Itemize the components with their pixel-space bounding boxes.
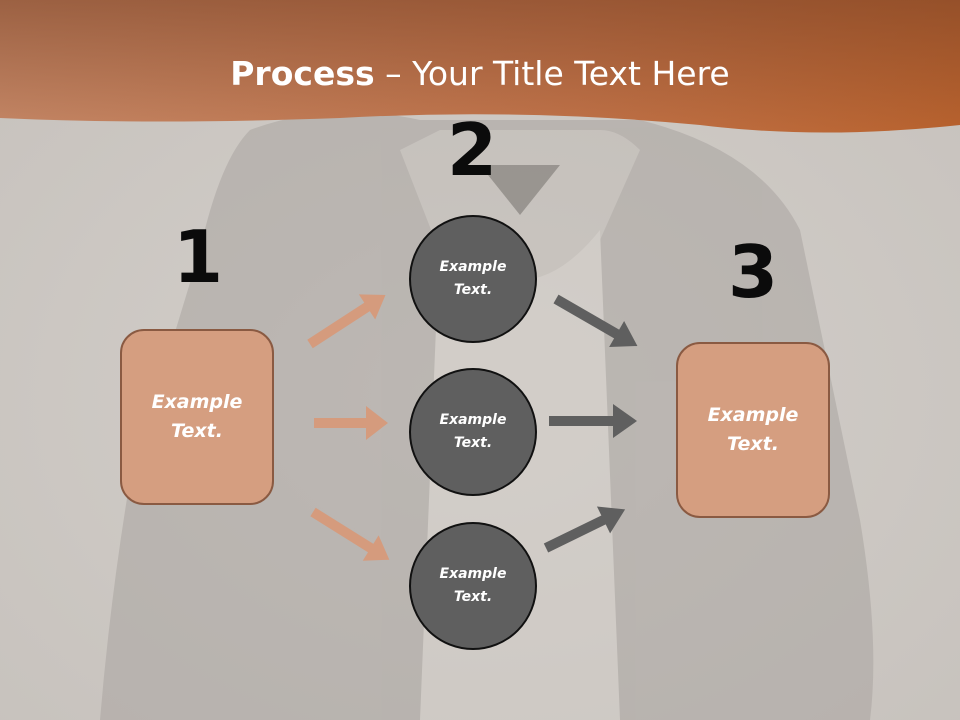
process-circle-top-label: Example Text. xyxy=(439,259,507,298)
process-circle-bottom-label: Example Text. xyxy=(439,566,507,605)
process-box-left-label: Example Text. xyxy=(151,391,243,442)
process-circle-bottom: Example Text. xyxy=(409,522,537,650)
process-box-left: Example Text. xyxy=(120,329,274,505)
step-number-2: 2 xyxy=(446,108,498,192)
arrow-to-bottom-circle xyxy=(310,507,390,561)
process-circle-top: Example Text. xyxy=(409,215,537,343)
process-circle-middle: Example Text. xyxy=(409,368,537,496)
arrow-to-top-circle xyxy=(307,294,386,349)
title-bold: Process xyxy=(230,54,375,93)
title-rest: – Your Title Text Here xyxy=(374,54,730,93)
arrow-from-bottom-circle xyxy=(543,506,626,553)
arrow-from-middle-circle xyxy=(549,404,637,438)
arrow-from-top-circle xyxy=(553,294,638,347)
arrow-to-middle-circle xyxy=(314,406,388,440)
step-number-3: 3 xyxy=(727,230,779,314)
process-box-right-label: Example Text. xyxy=(707,404,799,455)
process-box-right: Example Text. xyxy=(676,342,830,518)
slide-title: Process – Your Title Text Here xyxy=(0,52,960,96)
process-circle-middle-label: Example Text. xyxy=(439,412,507,451)
step-number-1: 1 xyxy=(172,215,224,299)
